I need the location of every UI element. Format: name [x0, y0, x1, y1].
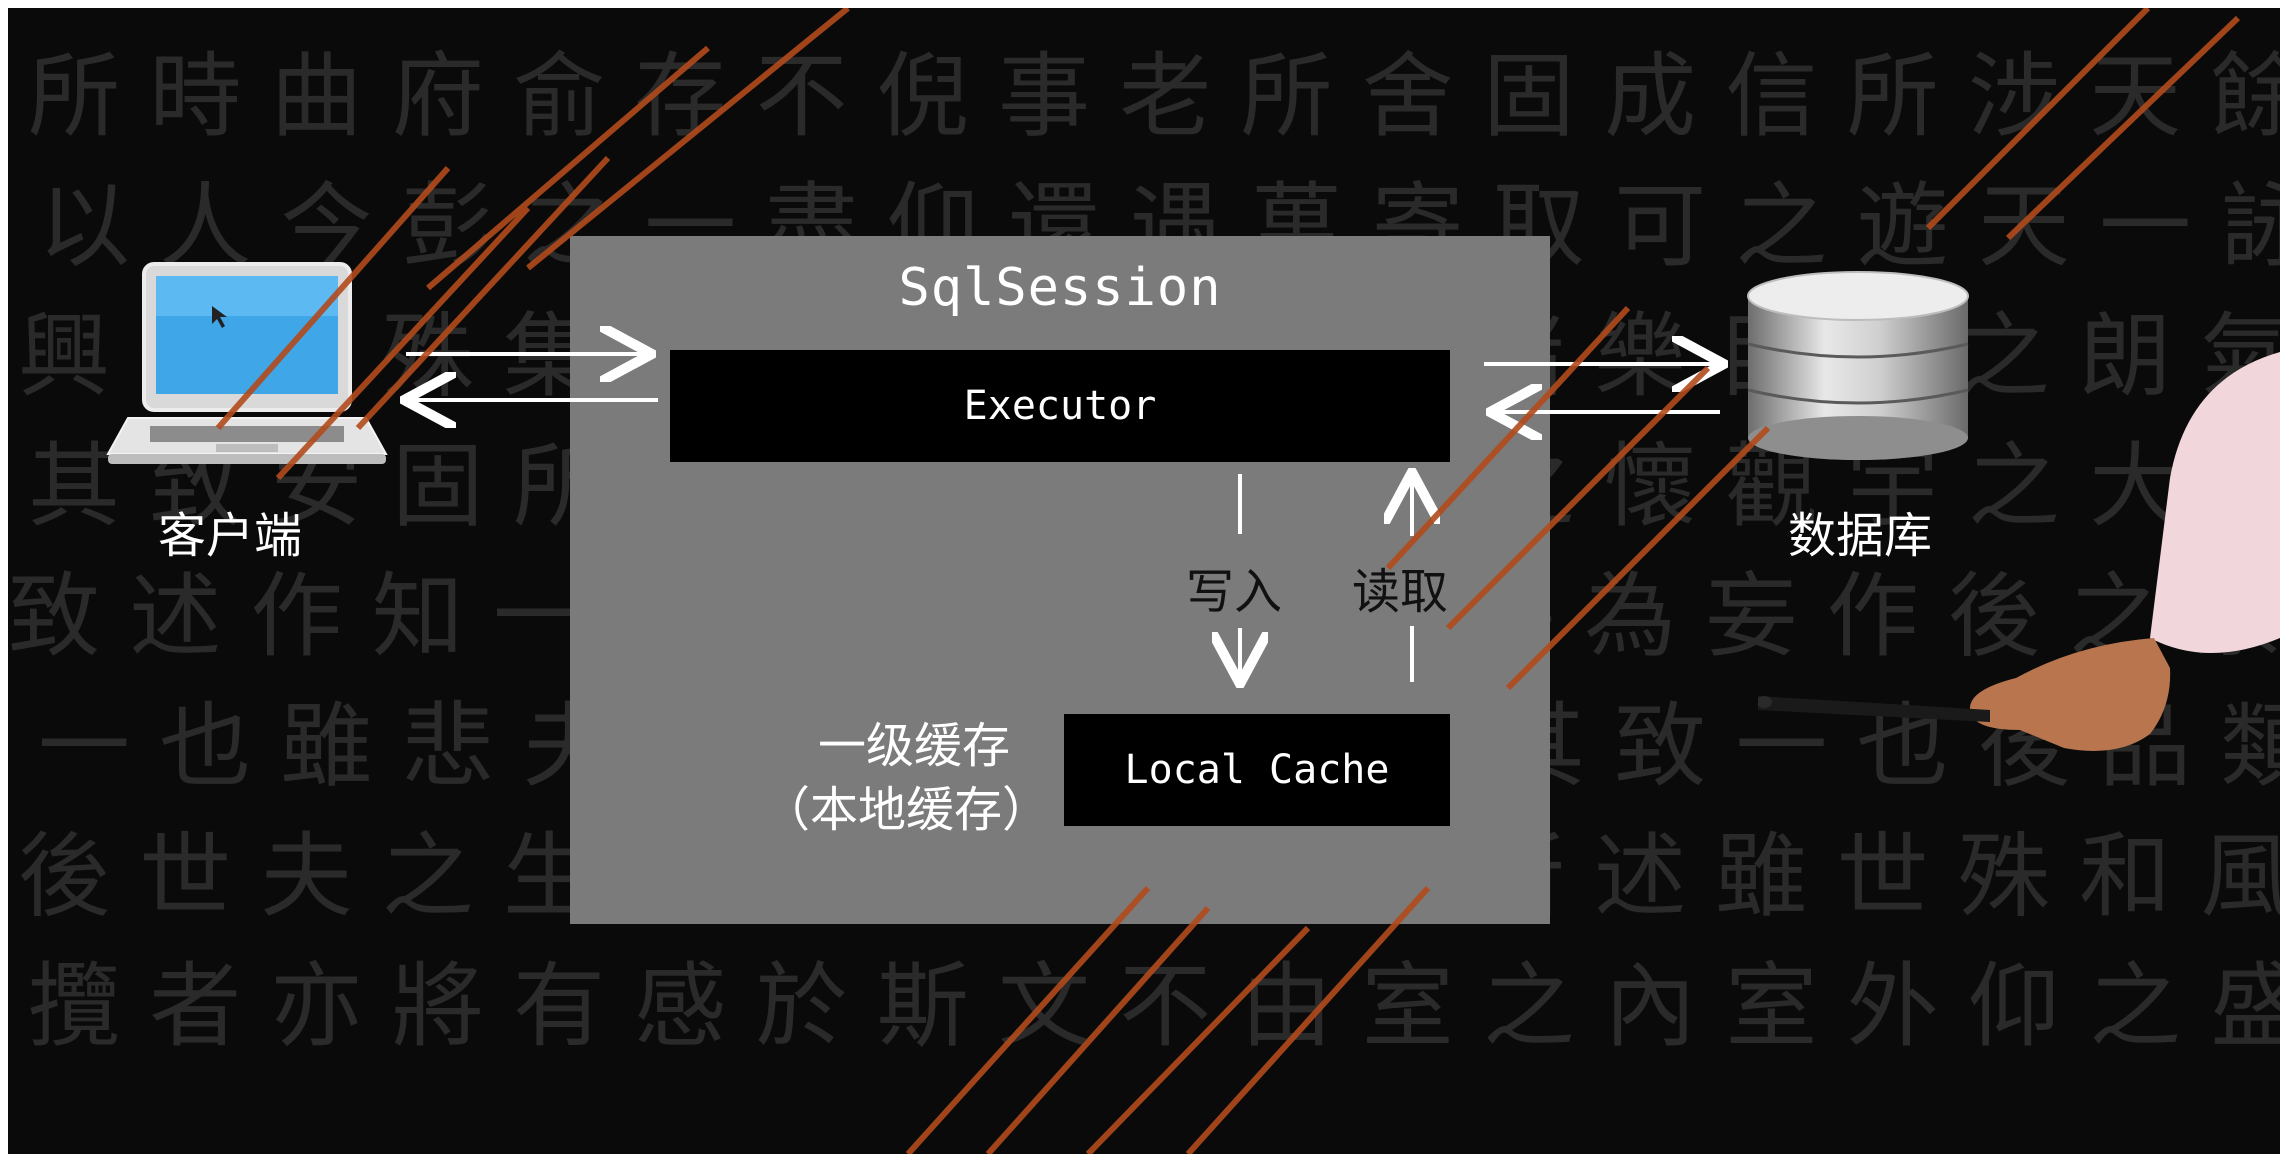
cache-desc-line2: （本地缓存）: [762, 782, 1051, 838]
cache-desc-line1: 一级缓存: [818, 718, 1011, 774]
local-cache-box: Local Cache: [1064, 714, 1450, 826]
database-icon: [1747, 271, 1969, 460]
presenter-hand: [1758, 352, 2280, 751]
slide: 所 時 曲 府 俞 存 不 倪 事 老 所 舍 固 成 信 所 涉 天 餘 以 …: [8, 8, 2280, 1154]
database-label: 数据库: [1788, 508, 1933, 564]
client-label: 客户端: [158, 508, 303, 564]
laptop-icon: [106, 262, 388, 464]
write-label: 写入: [1186, 564, 1283, 620]
sqlsession-title: SqlSession: [898, 258, 1222, 318]
